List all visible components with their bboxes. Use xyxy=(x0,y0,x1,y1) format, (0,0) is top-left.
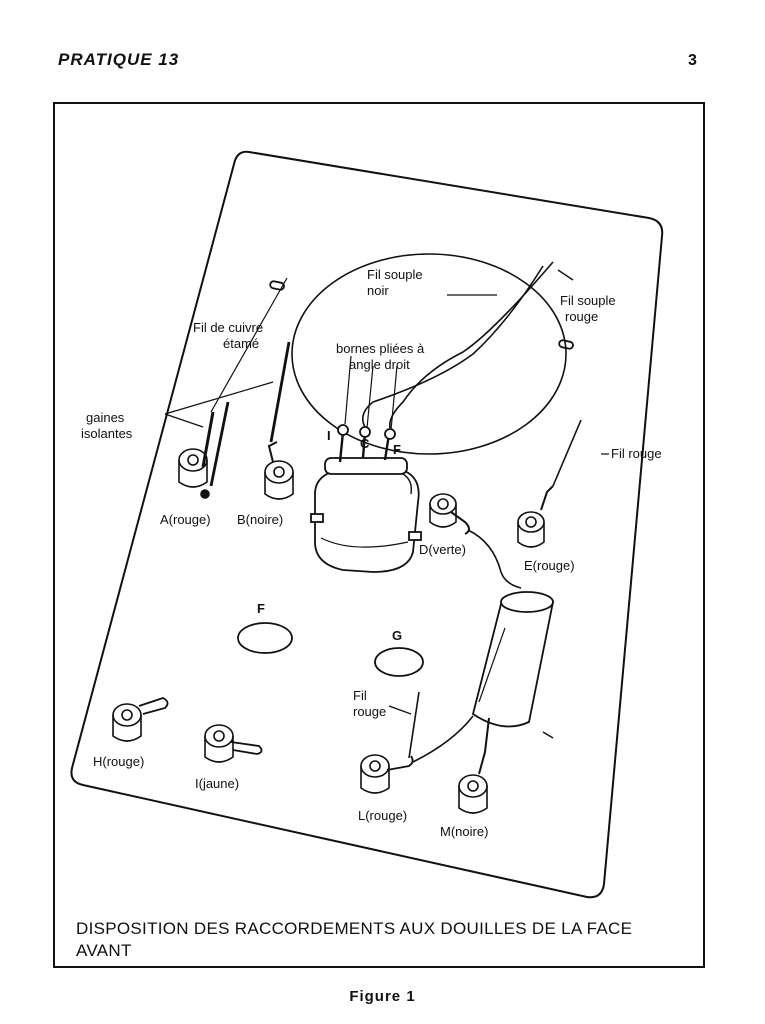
label-socket-a: A(rouge) xyxy=(160,512,211,527)
label-fil-rouge-low: Fil xyxy=(353,688,367,703)
socket-e xyxy=(517,419,582,548)
mounting-slot-right xyxy=(558,339,574,350)
label-fil-souple-rouge: Fil souple xyxy=(560,293,616,308)
label-fil-de-cuivre: Fil de cuivre xyxy=(193,320,263,335)
figure-caption: DISPOSITION DES RACCORDEMENTS AUX DOUILL… xyxy=(76,919,633,960)
socket-b xyxy=(264,441,294,500)
hole-g xyxy=(374,647,424,677)
socket-a xyxy=(178,411,215,499)
hole-f xyxy=(237,622,293,654)
label-bornes-pliees: bornes pliées à xyxy=(336,341,425,356)
label-socket-e: E(rouge) xyxy=(524,558,575,573)
label-terminal-i: I xyxy=(327,428,331,443)
label-gaines: gaines xyxy=(86,410,125,425)
label-socket-i: I(jaune) xyxy=(195,776,239,791)
label-hole-f: F xyxy=(257,601,265,616)
mounting-slot-left xyxy=(269,280,285,291)
capacitor xyxy=(471,591,555,739)
socket-h xyxy=(112,697,169,742)
label-etame: étamé xyxy=(223,336,259,351)
label-angle-droit: angle droit xyxy=(349,357,410,372)
label-terminal-f: F xyxy=(393,442,401,457)
leader-lines xyxy=(164,277,609,715)
socket-l xyxy=(360,691,474,794)
rotary-switch xyxy=(310,424,422,573)
meter-opening xyxy=(291,253,567,455)
socket-i xyxy=(204,724,263,763)
label-socket-h: H(rouge) xyxy=(93,754,144,769)
wire-red xyxy=(362,265,544,428)
label-socket-b: B(noire) xyxy=(237,512,283,527)
label-fil-souple-noir-2: noir xyxy=(367,283,389,298)
socket-d xyxy=(429,493,522,589)
label-fil-rouge-low-2: rouge xyxy=(353,704,386,719)
front-panel-plate xyxy=(70,150,664,899)
figure-frame xyxy=(53,102,705,968)
running-header-title: PRATIQUE 13 xyxy=(58,50,180,69)
socket-m xyxy=(458,717,490,814)
label-fil-souple-rouge-2: rouge xyxy=(565,309,598,324)
label-socket-d: D(verte) xyxy=(419,542,466,557)
page-number: 3 xyxy=(688,52,697,69)
label-socket-m: M(noire) xyxy=(440,824,488,839)
label-fil-rouge-right: Fil rouge xyxy=(611,446,662,461)
wire-black xyxy=(388,261,554,429)
label-terminal-c: C xyxy=(360,436,370,451)
label-fil-souple-noir: Fil souple xyxy=(367,267,423,282)
tinned-copper-wire xyxy=(269,341,291,443)
wiring-illustration: Fil souple noir Fil souple rouge Fil de … xyxy=(70,150,664,899)
label-socket-l: L(rouge) xyxy=(358,808,407,823)
label-isolantes: isolantes xyxy=(81,426,133,441)
label-hole-g: G xyxy=(392,628,402,643)
figure-label: Figure 1 xyxy=(349,988,416,1005)
